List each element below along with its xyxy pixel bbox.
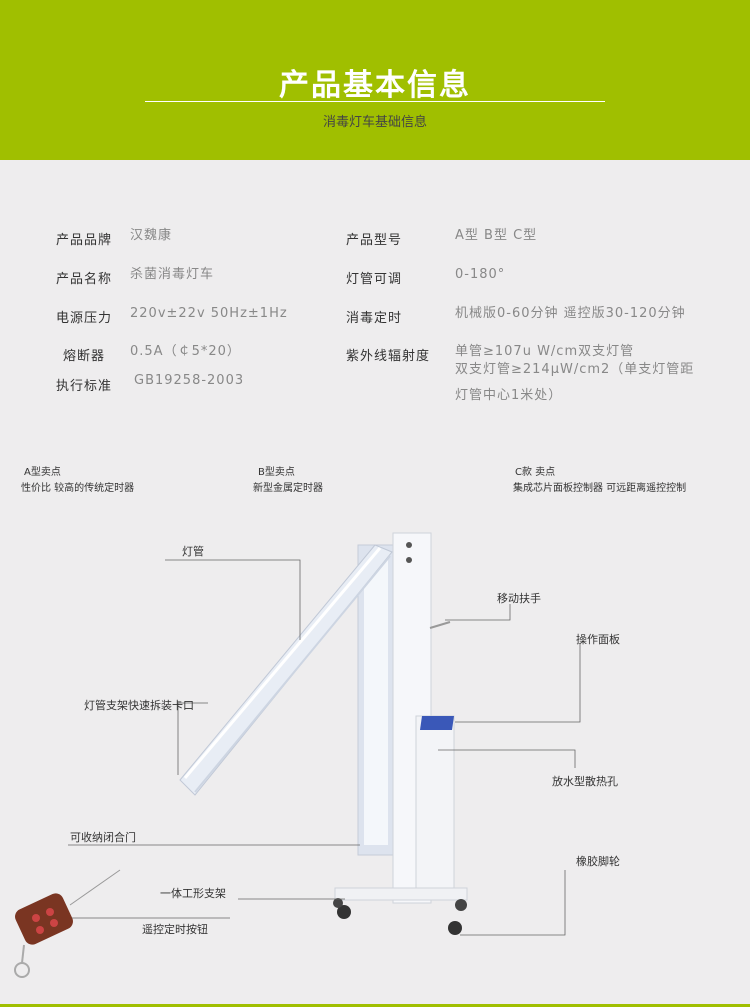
spec-label: 紫外线辐射度 bbox=[346, 349, 431, 364]
spec-value: 单管≥107u W/cm双支灯管 bbox=[455, 344, 635, 359]
spec-value: A型 B型 C型 bbox=[455, 228, 538, 243]
spec-value: GB19258-2003 bbox=[134, 373, 245, 388]
spec-label: 产品型号 bbox=[346, 233, 403, 248]
selling-point-b-desc: 新型金属定时器 bbox=[253, 483, 323, 494]
spec-value: 双支灯管≥214μW/cm2（单支灯管距 bbox=[455, 362, 695, 377]
callout-frame: 一体工形支架 bbox=[160, 887, 226, 900]
selling-point-c-title: C款 卖点 bbox=[515, 467, 556, 478]
callout-remote: 遥控定时按钮 bbox=[142, 923, 208, 936]
spec-value: 220v±22v 50Hz±1Hz bbox=[130, 306, 288, 321]
footer-bar bbox=[0, 1004, 750, 1007]
callout-lines bbox=[68, 559, 581, 936]
spec-value: 灯管中心1米处） bbox=[455, 388, 563, 403]
callout-tube: 灯管 bbox=[182, 545, 204, 558]
callout-door: 可收纳闭合门 bbox=[70, 831, 136, 844]
selling-point-c-desc: 集成芯片面板控制器 可远距离遥控控制 bbox=[513, 483, 687, 494]
page-subtitle: 消毒灯车基础信息 bbox=[322, 115, 427, 130]
lamp-cart bbox=[179, 532, 468, 935]
spec-label: 产品名称 bbox=[56, 272, 113, 287]
callout-vent: 放水型散热孔 bbox=[552, 775, 618, 788]
spec-label: 执行标准 bbox=[56, 379, 113, 394]
spec-label: 熔断器 bbox=[63, 349, 106, 364]
spec-value: 0.5A（￠5*20） bbox=[130, 344, 241, 359]
selling-point-a-title: A型卖点 bbox=[24, 467, 61, 478]
page-title: 产品基本信息 bbox=[279, 68, 471, 103]
callout-clip: 灯管支架快速拆装卡口 bbox=[84, 699, 194, 712]
remote-control bbox=[14, 869, 121, 978]
spec-value: 0-180° bbox=[455, 267, 506, 282]
spec-label: 消毒定时 bbox=[346, 311, 403, 326]
spec-value: 汉魏康 bbox=[130, 228, 173, 243]
spec-label: 灯管可调 bbox=[346, 272, 403, 287]
spec-value: 机械版0-60分钟 遥控版30-120分钟 bbox=[455, 306, 686, 321]
selling-point-b-title: B型卖点 bbox=[258, 467, 295, 478]
header-banner bbox=[0, 0, 750, 160]
title-divider bbox=[145, 101, 605, 102]
callout-wheel: 橡胶脚轮 bbox=[576, 855, 620, 868]
spec-value: 杀菌消毒灯车 bbox=[130, 267, 215, 282]
selling-point-a-desc: 性价比 较高的传统定时器 bbox=[21, 483, 135, 494]
callout-handle: 移动扶手 bbox=[497, 592, 541, 605]
spec-label: 产品品牌 bbox=[56, 233, 113, 248]
spec-label: 电源压力 bbox=[56, 311, 113, 326]
callout-panel: 操作面板 bbox=[576, 633, 620, 646]
